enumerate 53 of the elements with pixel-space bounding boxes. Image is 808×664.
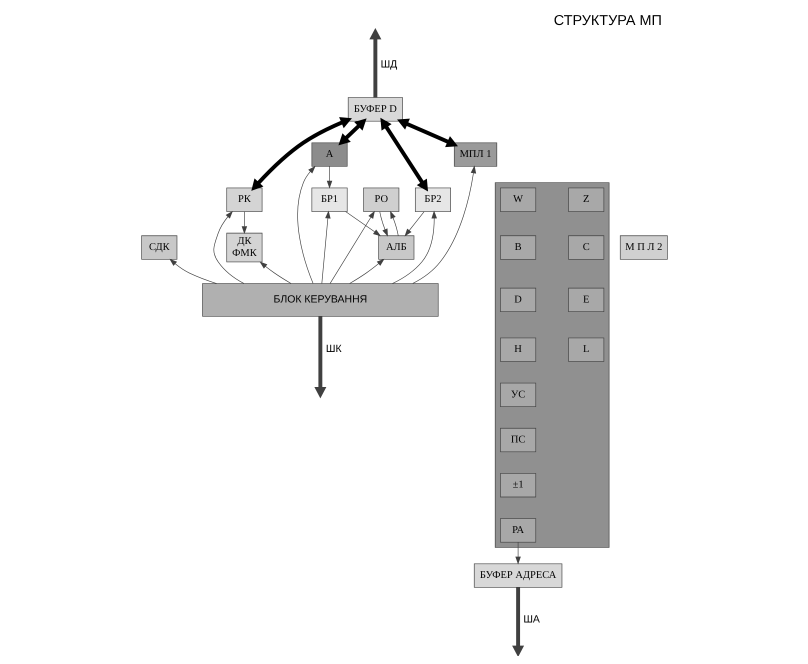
arrow — [348, 258, 384, 284]
arrow — [314, 316, 326, 398]
node-box: БР2 — [414, 188, 450, 212]
node-box: L — [568, 338, 604, 362]
arrow — [241, 211, 247, 234]
edge-label: ШК — [325, 344, 342, 356]
arrow — [380, 118, 428, 192]
arrow — [338, 118, 366, 146]
arrow — [329, 210, 374, 284]
arrow — [412, 165, 476, 284]
edge-label: ША — [522, 614, 540, 626]
node-box: ДК ФМК — [226, 232, 262, 262]
node-box: C — [568, 235, 604, 260]
arrow — [378, 211, 388, 237]
node-box: РО — [362, 188, 399, 212]
node-box: РА — [500, 518, 536, 542]
arrow — [296, 166, 316, 284]
arrow — [514, 542, 520, 564]
arrow — [368, 28, 381, 98]
cluster — [494, 182, 609, 548]
arrow — [390, 210, 398, 236]
node-box: БУФЕР D — [347, 97, 402, 122]
arrow — [344, 211, 381, 236]
diagram-title: СТРУКТУРА МП — [553, 12, 662, 29]
node-box: М П Л 2 — [619, 235, 668, 260]
node-box: МПЛ 1 — [453, 142, 497, 167]
node-box: D — [500, 288, 536, 312]
arrow — [512, 587, 524, 656]
node-box: ПС — [500, 428, 536, 452]
node-box: РК — [226, 188, 262, 212]
node-box: УС — [500, 382, 536, 407]
arrow — [259, 262, 291, 284]
arrow — [326, 166, 332, 189]
arrow — [321, 210, 330, 284]
node-box: А — [311, 142, 348, 167]
node-box: B — [500, 235, 536, 260]
node-box: Z — [568, 188, 604, 212]
arrow — [250, 117, 352, 191]
arrow — [392, 210, 436, 284]
node-box: СДК — [140, 235, 177, 260]
arrow — [396, 118, 458, 148]
node-box: E — [568, 288, 604, 312]
node-box: БЛОК КЕРУВАННЯ — [202, 283, 438, 317]
node-box: АЛБ — [378, 235, 414, 260]
node-box: ±1 — [500, 473, 536, 498]
node-box: БР1 — [311, 188, 348, 212]
edge-label: ШД — [380, 59, 397, 70]
node-box: H — [500, 338, 536, 362]
node-box: W — [500, 188, 536, 212]
arrow — [404, 211, 424, 237]
arrow — [168, 258, 216, 284]
arrow — [212, 210, 244, 284]
node-box: БУФЕР АДРЕСА — [473, 563, 562, 588]
